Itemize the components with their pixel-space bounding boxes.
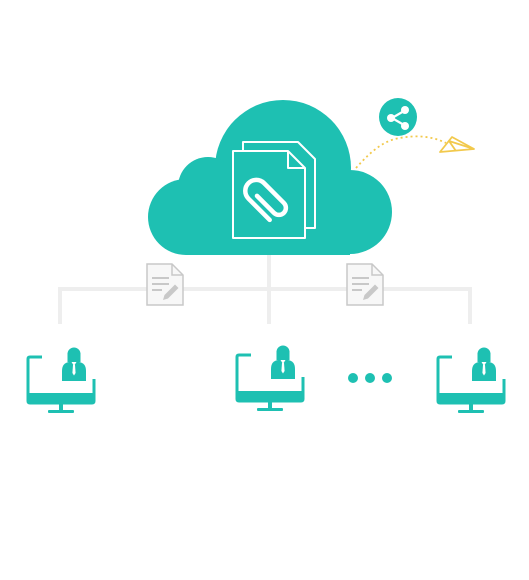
flight-trail	[355, 135, 447, 169]
computer-user-icon	[26, 346, 96, 415]
paperclip-documents-icon	[232, 141, 316, 239]
edit-document-icon	[146, 263, 184, 306]
connector-lines	[58, 248, 472, 324]
computer-user-icon	[436, 346, 506, 415]
computer-user-icon	[235, 344, 305, 413]
paper-plane-icon	[439, 136, 475, 153]
share-icon	[379, 98, 417, 136]
edit-document-icon	[346, 263, 384, 306]
ellipsis-icon	[348, 373, 392, 383]
